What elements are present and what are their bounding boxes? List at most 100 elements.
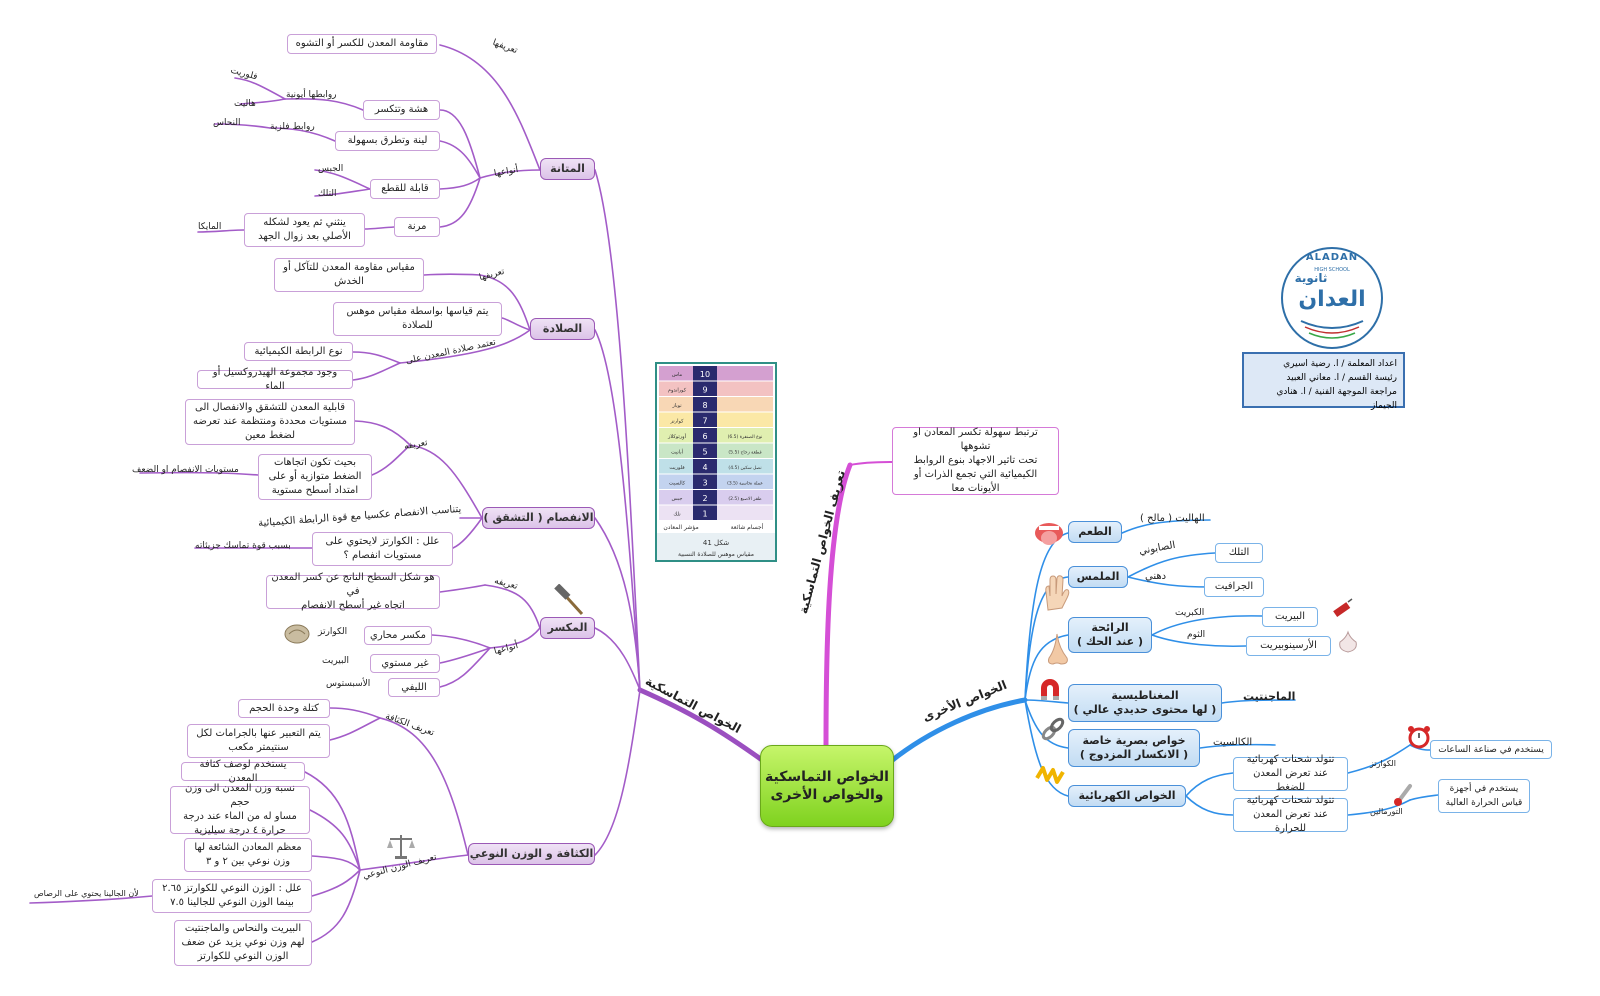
tenacity-sectile-ex1: الجبس bbox=[318, 164, 344, 174]
smell-node[interactable]: الرائحة ( عند الحك ) bbox=[1068, 617, 1152, 653]
logo-english-sub: HIGH SCHOOL bbox=[1314, 267, 1350, 273]
density-s5-box[interactable]: البيريت والنحاس والماجنتيت لهم وزن نوعي … bbox=[174, 920, 312, 966]
hammer-icon bbox=[554, 584, 584, 616]
mohs-mineral: ماس bbox=[672, 372, 683, 378]
mohs-number: 8 bbox=[702, 401, 707, 410]
mohs-number: 6 bbox=[702, 432, 707, 441]
pyro-use-box[interactable]: يستخدم في أجهزة قياس الحرارة العالية bbox=[1438, 779, 1530, 813]
mohs-mineral: فلوريت bbox=[669, 465, 685, 471]
mohs-col-right: أجسام شائعة bbox=[731, 523, 764, 531]
hardness-dep1-box[interactable]: نوع الرابطة الكيميائية bbox=[244, 342, 353, 361]
mohs-mineral: كوراندوم bbox=[668, 388, 687, 394]
tenacity-elastic-box[interactable]: مرنة bbox=[394, 217, 440, 237]
logo-arabic-1: ثانوية bbox=[1294, 271, 1328, 285]
tenacity-brittle-bond: روابطها أيونية bbox=[286, 90, 337, 100]
mohs-index-bar bbox=[693, 505, 717, 520]
magnet-icon bbox=[1041, 679, 1059, 700]
density-d1-box[interactable]: كتلة وحدة الحجم bbox=[238, 699, 330, 718]
mohs-caption-bg bbox=[657, 533, 775, 560]
mohs-common-object: نصل سكين (4.5) bbox=[728, 465, 761, 471]
optical-node[interactable]: خواص بصرية خاصة ( الانكسار المزدوج ) bbox=[1068, 729, 1200, 767]
central-topic[interactable]: الخواص التماسكية والخواص الأخرى bbox=[760, 745, 894, 827]
credits-line-1: اعداد المعلمة / ا. رضية اسيري bbox=[1283, 359, 1397, 369]
mohs-index-bar bbox=[693, 443, 717, 458]
thermometer-icon bbox=[1394, 784, 1412, 806]
pyro-box[interactable]: تتولد شحنات كهربائية عند تعرض المعدن للح… bbox=[1233, 795, 1348, 834]
touch-talc-box[interactable]: التلك bbox=[1215, 543, 1263, 563]
density-node[interactable]: الكثافة و الوزن النوعي bbox=[468, 843, 595, 865]
tenacity-node[interactable]: المتانة bbox=[540, 158, 595, 180]
hardness-measure-box[interactable]: يتم قياسها بواسطة مقياس موهس للصلادة bbox=[333, 302, 502, 336]
mohs-number: 4 bbox=[702, 463, 707, 472]
mohs-index-bar bbox=[693, 428, 717, 443]
taste-node[interactable]: الطعم bbox=[1068, 521, 1122, 543]
tenacity-sectile-box[interactable]: قابلة للقطع bbox=[370, 179, 440, 199]
piezo-use-box[interactable]: يستخدم في صناعة الساعات bbox=[1430, 740, 1552, 759]
cleavage-why-answer: بسبب قوة تماسك جزيئاته bbox=[195, 541, 291, 551]
cleavage-why-box[interactable]: علل : الكوارتز لايحتوي على مستويات انفصا… bbox=[312, 532, 453, 566]
tenacity-malleable-box[interactable]: لينة وتطرق بسهولة bbox=[335, 131, 440, 151]
garlic-icon bbox=[1339, 630, 1357, 653]
cleavage-def1-box[interactable]: قابلية المعدن للتشقق والانفصال الى مستوي… bbox=[185, 399, 355, 445]
alarm-clock-icon bbox=[1408, 726, 1430, 749]
cleavage-node[interactable]: الانفصام ( التشقق ) bbox=[482, 507, 595, 529]
balance-scale-icon bbox=[387, 835, 415, 859]
smell-garlic: الثوم bbox=[1187, 630, 1206, 640]
tenacity-elastic-text[interactable]: ينثني ثم يعود لشكله الأصلي بعد زوال الجه… bbox=[244, 213, 365, 247]
tenacity-brittle-ex2: هاليت bbox=[234, 99, 256, 109]
fracture-t2-box[interactable]: غير مستوي bbox=[370, 654, 440, 673]
credits-line-3: مراجعة الموجهة الفنية / ا. هنادي الجيماز bbox=[1276, 387, 1397, 411]
optical-example: الكالسيت bbox=[1213, 737, 1253, 748]
density-s1-box[interactable]: يستخدم لوصف كثافة المعدن bbox=[181, 759, 305, 784]
logo-arabic-2: العدان bbox=[1298, 287, 1366, 312]
piezo-box[interactable]: تتولد شحنات كهربائية عند تعرض المعدن للض… bbox=[1233, 754, 1348, 793]
credits-box: اعداد المعلمة / ا. رضية اسيري رئيسة القس… bbox=[1242, 352, 1405, 411]
mohs-mineral: كالسيت bbox=[669, 481, 686, 487]
link-center-def bbox=[823, 462, 853, 749]
mohs-index-bar bbox=[693, 381, 717, 396]
density-s4-box[interactable]: علل : الوزن النوعي للكوارتز ٢.٦٥ بينما ا… bbox=[152, 879, 312, 913]
hardness-node[interactable]: الصلادة bbox=[530, 318, 595, 340]
cohesive-definition-box[interactable]: ترتبط سهولة تكسر المعادن او تشوهها تحت ت… bbox=[892, 427, 1059, 495]
mohs-mineral: أورثوكلاز bbox=[667, 433, 687, 440]
density-s2-box[interactable]: نسبة وزن المعدن الى وزن حجم مساو له من ا… bbox=[170, 783, 310, 836]
mohs-number: 3 bbox=[702, 479, 707, 488]
hardness-dep2-box[interactable]: وجود مجموعة الهيدروكسيل أو الماء bbox=[197, 367, 353, 392]
fracture-t1-ex: الكوارتز bbox=[318, 627, 348, 637]
fracture-def-box[interactable]: هو شكل السطح الناتج عن كسر المعدن في اتج… bbox=[266, 572, 440, 611]
tenacity-malleable-ex: النحاس bbox=[213, 118, 241, 128]
touch-greasy: دهني bbox=[1145, 571, 1167, 582]
mohs-mineral: جبس bbox=[672, 496, 683, 502]
link-center-cohesive bbox=[637, 687, 765, 763]
smell-sulfur: الكبريت bbox=[1175, 608, 1205, 618]
fracture-t1-box[interactable]: مكسر محاري bbox=[364, 626, 432, 645]
fracture-t3-box[interactable]: الليفي bbox=[388, 678, 440, 697]
density-d2-box[interactable]: يتم التعبير عنها بالجرامات لكل سنتيمتر م… bbox=[187, 724, 330, 758]
mouth-icon bbox=[1035, 523, 1063, 545]
tenacity-sectile-ex2: التلك bbox=[318, 189, 337, 199]
tenacity-brittle-box[interactable]: هشة وتتكسر bbox=[363, 100, 440, 120]
hardness-def-box[interactable]: مقياس مقاومة المعدن للتآكل أو الخدش bbox=[274, 258, 424, 292]
mohs-common-object: نوع الصنفرة (6.5) bbox=[728, 434, 763, 440]
touch-graphite-box[interactable]: الجرافيت bbox=[1204, 577, 1264, 597]
magnetism-example: الماجنتيت bbox=[1243, 690, 1296, 703]
mohs-number: 7 bbox=[702, 417, 707, 426]
electric-node[interactable]: الخواص الكهربائية bbox=[1068, 785, 1186, 807]
fracture-node[interactable]: المكسر bbox=[540, 617, 595, 639]
magnetism-node[interactable]: المغناطيسية ( لها محتوى حديدي عالي ) bbox=[1068, 684, 1222, 722]
taste-example: الهاليت ( مالح ) bbox=[1140, 513, 1205, 524]
mohs-mineral: أباتيت bbox=[671, 449, 684, 456]
cleavage-def2-box[interactable]: بحيث تكون اتجاهات الضغط متوازية أو على ا… bbox=[258, 454, 372, 500]
density-s3-box[interactable]: معظم المعادن الشائعة لها وزن نوعي بين ٢ … bbox=[184, 838, 312, 872]
mohs-number: 5 bbox=[702, 448, 707, 457]
smell-arsenopyrite-box[interactable]: الأرسينوبيريت bbox=[1246, 636, 1331, 656]
smell-pyrite-box[interactable]: البيريت bbox=[1262, 607, 1318, 627]
tenacity-def-box[interactable]: مقاومة المعدن للكسر أو التشوه bbox=[287, 34, 437, 54]
logo-emblem bbox=[1300, 320, 1364, 339]
density-s4-note: لأن الجالينا يحتوي على الرصاص bbox=[34, 889, 139, 898]
touch-node[interactable]: الملمس bbox=[1068, 566, 1128, 588]
